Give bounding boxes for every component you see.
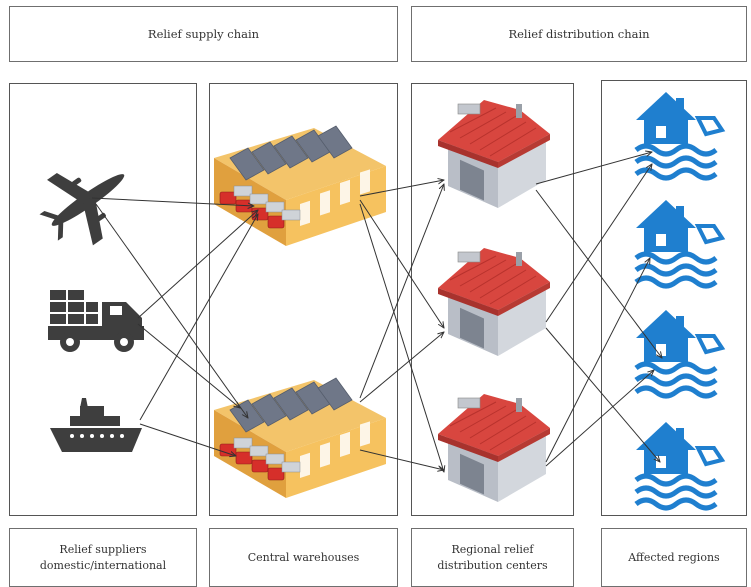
relief-supply-chain-label: Relief supply chain xyxy=(147,27,260,41)
affected-footer: Affected regions xyxy=(601,528,747,587)
suppliers-label-line1: Relief suppliers xyxy=(59,542,147,556)
warehouses-footer: Central warehouses xyxy=(209,528,398,587)
flow-arrow xyxy=(535,152,652,185)
flow-arrow xyxy=(137,210,258,319)
flow-arrow xyxy=(545,258,650,463)
relief-distribution-chain-header: Relief distribution chain xyxy=(411,6,747,62)
flow-arrow xyxy=(545,370,654,467)
flow-arrow xyxy=(359,449,444,470)
flow-arrow xyxy=(139,214,258,421)
flow-arrow xyxy=(139,423,236,456)
flow-arrow xyxy=(359,332,444,403)
regional-label-line2: distribution centers xyxy=(437,558,548,572)
suppliers-label-line2: domestic/international xyxy=(39,558,167,572)
flow-arrow xyxy=(95,203,248,418)
flow-arrows xyxy=(91,152,662,472)
relief-distribution-chain-label: Relief distribution chain xyxy=(508,27,650,41)
flow-arrow xyxy=(535,189,662,358)
truck-icon xyxy=(48,290,144,352)
flow-arrow xyxy=(91,197,254,206)
flow-arrow xyxy=(545,164,652,323)
regional-label-line1: Regional relief xyxy=(451,542,534,556)
flow-arrow xyxy=(545,327,660,462)
flow-arrow xyxy=(359,180,444,197)
flow-arrow xyxy=(359,184,444,399)
flow-arrow xyxy=(137,323,240,408)
warehouses-label: Central warehouses xyxy=(247,550,360,564)
suppliers-footer: Relief suppliers domestic/international xyxy=(9,528,197,587)
regional-footer: Regional relief distribution centers xyxy=(411,528,574,587)
flow-arrow xyxy=(359,199,444,328)
flow-arrow xyxy=(359,203,444,472)
affected-label: Affected regions xyxy=(628,550,720,564)
relief-supply-chain-header: Relief supply chain xyxy=(9,6,398,62)
ship-icon xyxy=(50,398,142,452)
